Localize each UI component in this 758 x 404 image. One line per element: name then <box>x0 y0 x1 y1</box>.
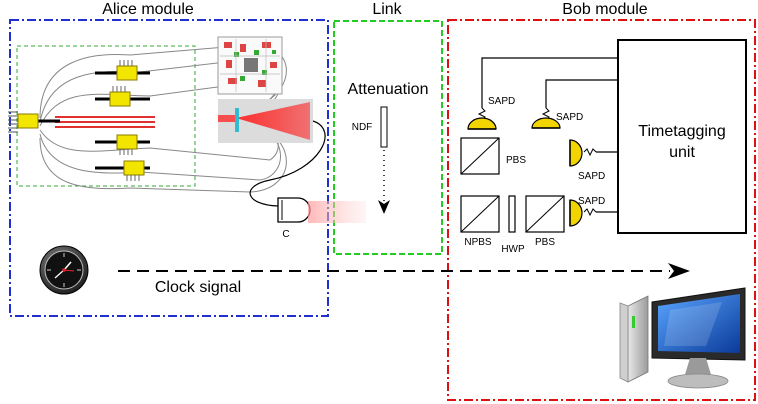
clock-signal-label: Clock signal <box>155 279 241 296</box>
sapd-label-2: SAPD <box>556 112 583 123</box>
pbs-upper-label: PBS <box>506 155 526 166</box>
clock-signal-arrowhead <box>668 263 690 279</box>
ndf-label: NDF <box>352 122 373 133</box>
output-beam <box>308 201 366 223</box>
attenuation-label: Attenuation <box>348 81 429 98</box>
bob-module-box <box>447 19 756 401</box>
timetagging-label-line1: Timetagging <box>638 123 725 140</box>
fiber-to-detector <box>249 120 326 207</box>
microchip-die-icon <box>217 36 283 95</box>
timetagging-unit <box>617 39 747 234</box>
alice-module-box <box>9 19 329 317</box>
sapd-detector-2 <box>531 117 561 129</box>
timetagging-label-line2: unit <box>669 144 695 161</box>
sapd-detector-3 <box>569 139 583 167</box>
photonic-chip-icon <box>8 44 287 193</box>
ndf-filter <box>380 106 388 148</box>
clock-icon <box>39 245 89 295</box>
ndf-motion-arrowhead <box>378 200 390 214</box>
link-box <box>333 20 443 255</box>
link-title: Link <box>372 1 402 18</box>
sapd-detector-1 <box>467 117 497 130</box>
computer-icon <box>619 287 746 389</box>
npbs-label: NPBS <box>464 237 492 248</box>
alice-module-title: Alice module <box>102 1 194 18</box>
laser-beam <box>218 99 313 143</box>
hwp-label: HWP <box>501 244 525 255</box>
detector-c-label: C <box>282 229 289 240</box>
sapd-label-1: SAPD <box>488 96 515 107</box>
bob-module-title: Bob module <box>562 1 647 18</box>
sapd-label-3: SAPD <box>578 171 605 182</box>
sapd-label-4: SAPD <box>578 196 605 207</box>
detector-wires <box>481 57 618 213</box>
detector-c <box>277 197 311 223</box>
pbs-lower-label: PBS <box>535 237 555 248</box>
sapd-detector-4 <box>569 199 583 227</box>
hwp <box>508 195 516 233</box>
